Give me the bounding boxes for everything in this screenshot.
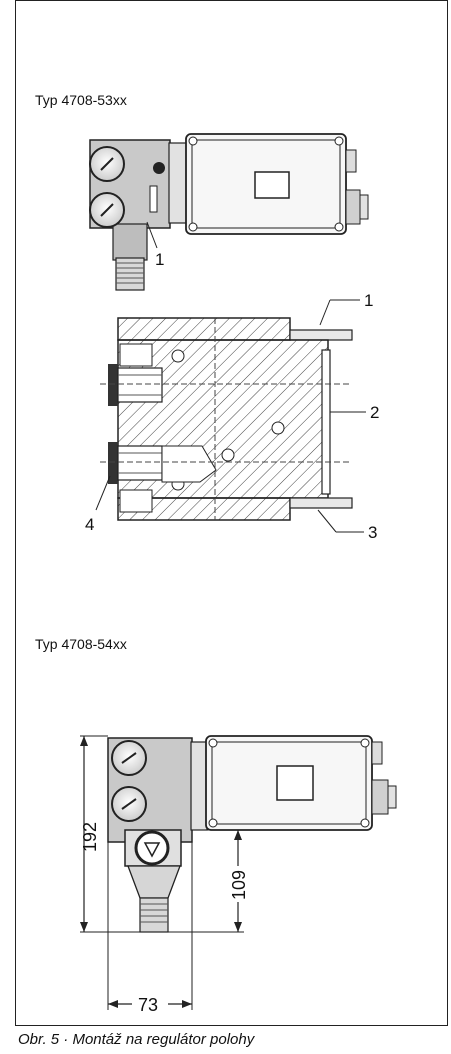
callout-3: 3 [368, 523, 377, 542]
section-title-typ-54xx: Typ 4708-54xx [35, 636, 127, 652]
filter-bowl [127, 865, 181, 899]
callout-1: 1 [155, 250, 164, 269]
section-view: 1 2 3 4 [85, 291, 379, 542]
display-window [276, 765, 314, 801]
callout-1: 1 [364, 291, 373, 310]
adapter-plate [190, 741, 208, 831]
port-plug-upper [108, 364, 118, 406]
indicator-dot [153, 162, 165, 174]
screw-top [289, 329, 353, 341]
screw-bottom [289, 497, 353, 509]
dimension-192: 192 [80, 822, 100, 852]
figure-frame [15, 0, 448, 1026]
callout-2: 2 [370, 403, 379, 422]
dimension-109: 109 [229, 870, 249, 900]
figure-frame-bottom [15, 1025, 448, 1026]
dimension-73: 73 [138, 995, 158, 1015]
filter-cap-icon [134, 830, 170, 866]
port-plug-lower [108, 442, 118, 484]
cable-gland [371, 779, 389, 815]
nameplate [149, 185, 158, 213]
cable-gland [345, 189, 361, 225]
regulator-thread [139, 897, 169, 933]
device-53xx: 1 [89, 133, 369, 291]
figure-caption: Obr. 5 · Montáž na regulátor polohy [18, 1031, 255, 1048]
regulator-stem [112, 223, 148, 261]
display-window [254, 171, 290, 199]
section-title-typ-53xx: Typ 4708-53xx [35, 92, 127, 108]
callout-4: 4 [85, 515, 94, 534]
device-54xx: 192 109 73 [80, 735, 397, 1015]
adapter-plate [168, 142, 188, 224]
